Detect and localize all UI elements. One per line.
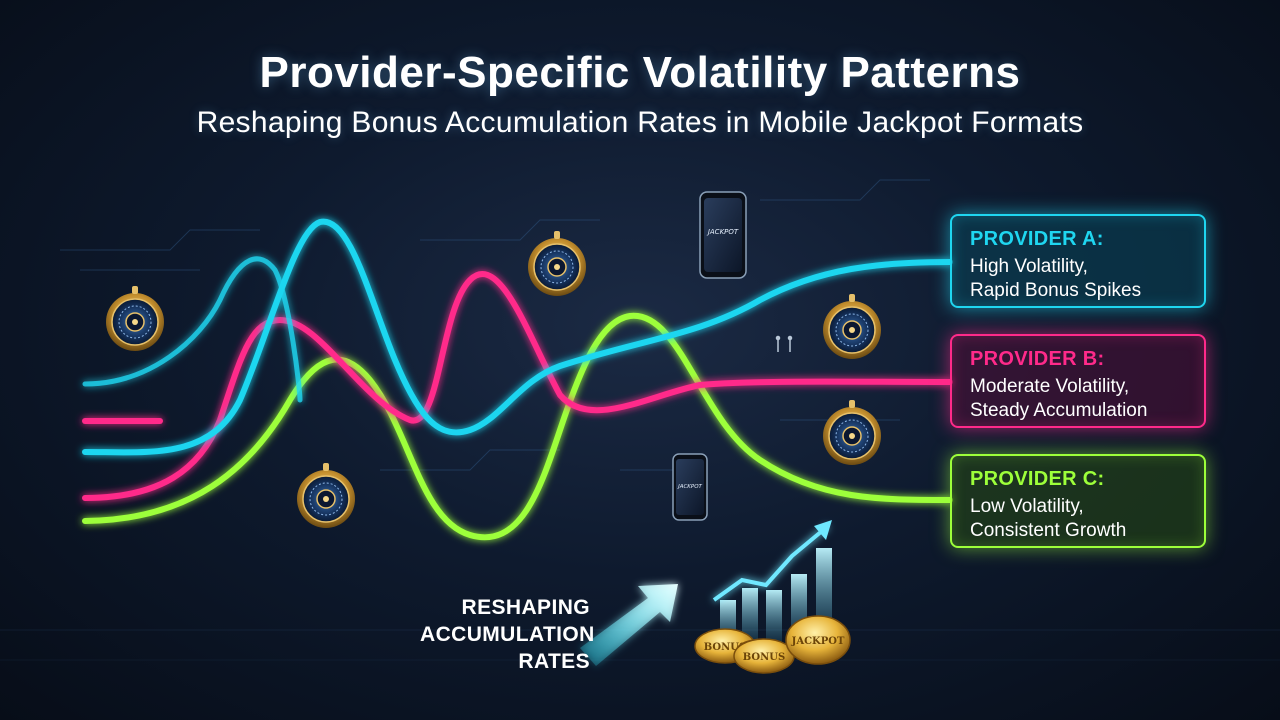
provider-b-line2: Steady Accumulation <box>970 400 1148 421</box>
callout-text: RESHAPING ACCUMULATION RATES <box>420 594 595 675</box>
page-subtitle: Reshaping Bonus Accumulation Rates in Mo… <box>196 106 1084 139</box>
coin-label: BONUS <box>743 652 785 663</box>
roulette-wheel-icon <box>822 399 882 466</box>
roulette-wheel-icon <box>822 293 882 360</box>
circuit-lines <box>0 179 1280 661</box>
roulette-wheel-icon <box>296 462 356 529</box>
smartphone-icon: JACKPOT <box>672 453 708 521</box>
decor-marks <box>775 335 793 352</box>
coin-label: BONUS <box>704 642 746 653</box>
provider-a-line2: Rapid Bonus Spikes <box>970 280 1142 301</box>
callout-line3: RATES <box>518 650 590 673</box>
provider-b-title: PROVIDER B: <box>970 348 1105 370</box>
provider-a-panel: PROVIDER A: High Volatility, Rapid Bonus… <box>950 214 1206 308</box>
roulette-wheel-icon <box>105 285 165 352</box>
provider-a-line1: High Volatility, <box>970 256 1088 277</box>
provider-b-line1: Moderate Volatility, <box>970 376 1130 397</box>
callout-line1: RESHAPING <box>461 596 590 619</box>
callout-line2: ACCUMULATION <box>420 623 595 646</box>
provider-c-panel: PROVIDER C: Low Volatility, Consistent G… <box>950 454 1206 548</box>
phone-screen-label: JACKPOT <box>706 228 739 236</box>
rising-arrow-icon <box>580 584 678 666</box>
provider-c-curve <box>82 312 953 541</box>
page-title: Provider-Specific Volatility Patterns <box>259 48 1021 97</box>
trend-arrow-icon <box>814 520 832 540</box>
gold-coins: BONUS BONUS JACKPOT <box>694 615 851 674</box>
coin-label: JACKPOT <box>791 636 845 647</box>
phone-screen-label: JACKPOT <box>677 484 702 490</box>
smartphone-icon: JACKPOT <box>699 191 747 279</box>
provider-a-curve <box>82 218 953 456</box>
provider-b-curve <box>82 271 953 501</box>
provider-a-title: PROVIDER A: <box>970 228 1104 250</box>
provider-b-panel: PROVIDER B: Moderate Volatility, Steady … <box>950 334 1206 428</box>
provider-c-line1: Low Volatility, <box>970 496 1084 517</box>
provider-c-title: PROVIDER C: <box>970 468 1105 490</box>
provider-c-line2: Consistent Growth <box>970 520 1127 541</box>
roulette-wheel-icon <box>527 230 587 297</box>
